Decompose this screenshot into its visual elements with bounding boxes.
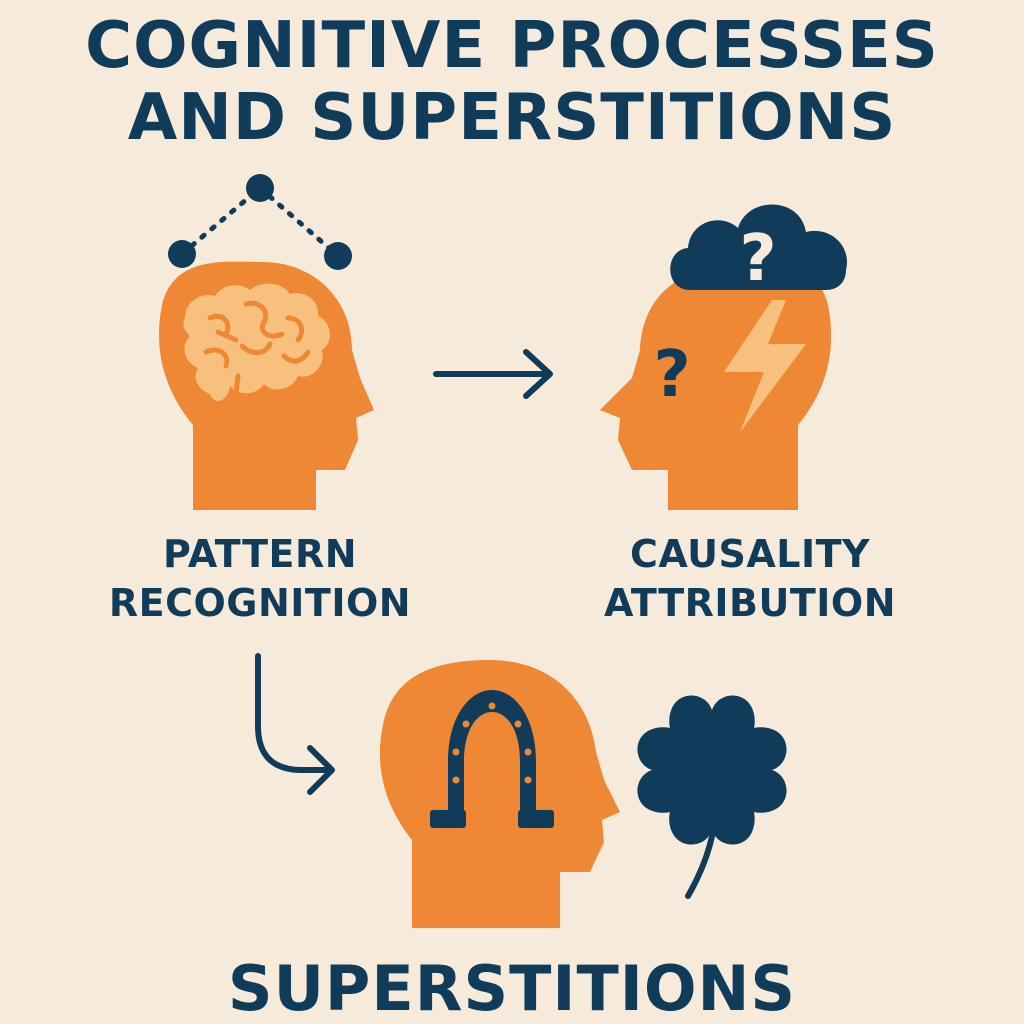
svg-text:?: ? (739, 222, 776, 296)
title-line-2: AND SUPERSTITIONS (127, 81, 897, 155)
clover-icon (637, 695, 787, 899)
svg-text:?: ? (653, 338, 690, 412)
arrow-curved-icon (255, 653, 335, 795)
lightning-icon (724, 300, 806, 432)
causality-attribution-label: CAUSALITY ATTRIBUTION (560, 530, 940, 629)
superstitions-head (379, 660, 620, 928)
arrow-right-icon (433, 349, 553, 399)
pattern-recognition-line-1: PATTERN (162, 532, 358, 576)
horseshoe-icon (430, 690, 554, 828)
question-cloud-icon: ? (670, 204, 847, 296)
superstitions-label: SUPERSTITIONS (227, 952, 797, 1024)
causality-attribution-line-2: ATTRIBUTION (603, 581, 897, 626)
title-line-1: COGNITIVE PROCESSES (85, 9, 939, 83)
causality-attribution-line-1: CAUSALITY (629, 532, 871, 576)
connected-dots-icon (168, 174, 352, 270)
pattern-recognition-label: PATTERN RECOGNITION (70, 530, 450, 629)
brain-icon (183, 283, 330, 401)
pattern-recognition-line-2: RECOGNITION (108, 581, 412, 626)
question-mark-icon: ? (653, 338, 690, 412)
causality-head (600, 266, 832, 510)
